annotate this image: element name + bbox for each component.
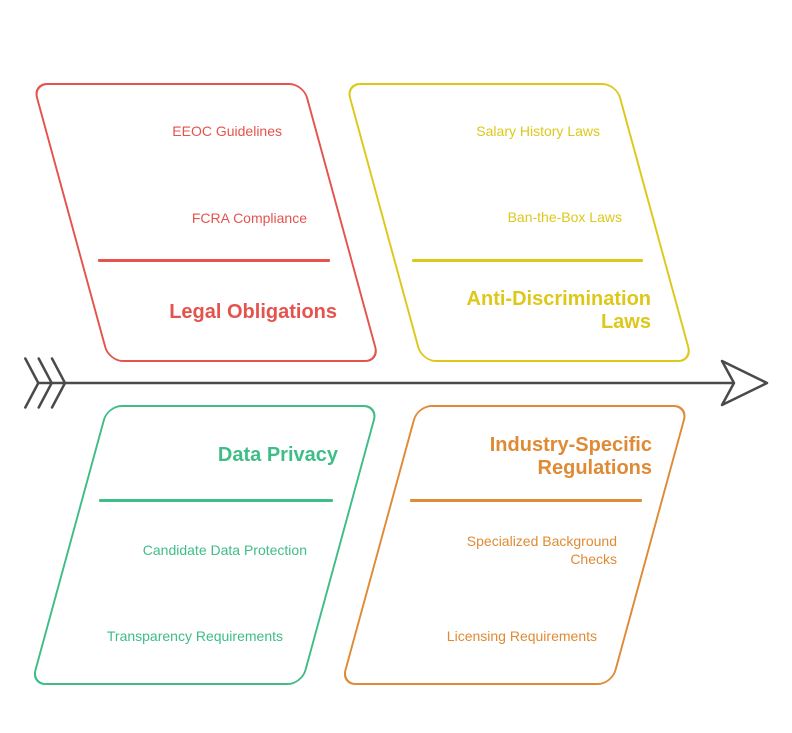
branch-item: Licensing Requirements [446,628,597,644]
branch-divider [412,259,643,262]
branch-item: Salary History Laws [476,123,600,139]
branch-item: EEOC Guidelines [172,123,282,139]
branch-title: Industry-Specific Regulations [489,434,652,479]
branch-item: Specialized Background Checks [466,533,617,567]
branch-item: Ban-the-Box Laws [507,209,622,225]
branch-divider [410,499,642,502]
branch-item: FCRA Compliance [191,210,307,226]
branch-divider [99,499,333,502]
branch-title: Legal Obligations [169,301,337,323]
branch-item: Transparency Requirements [106,628,283,644]
branch-title: Data Privacy [217,444,338,466]
fletching-icon [24,357,67,409]
branch-title: Anti-Discrimination Laws [466,288,651,333]
branch-divider [98,259,330,262]
branch-item: Candidate Data Protection [142,542,307,558]
arrowhead-icon [720,359,769,407]
